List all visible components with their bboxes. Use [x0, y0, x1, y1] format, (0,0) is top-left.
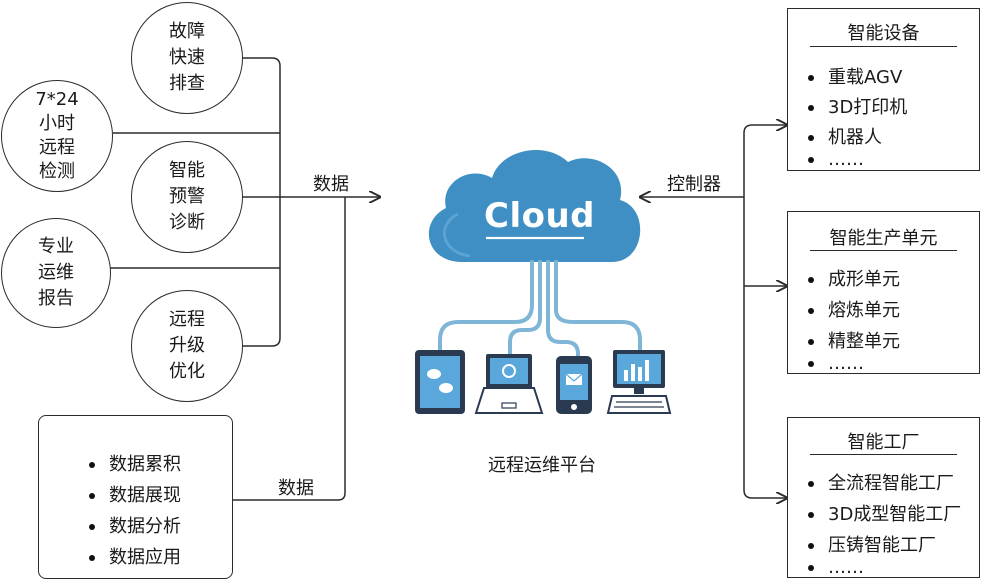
- circle-text-line: 远程: [169, 309, 205, 330]
- list-item: 数据分析: [89, 511, 181, 542]
- list-item: ……: [808, 559, 961, 577]
- list-item: 全流程智能工厂: [808, 468, 961, 499]
- list-item: 成形单元: [808, 264, 900, 295]
- list-item: 机器人: [808, 123, 907, 153]
- right-connector-lines: [640, 125, 787, 498]
- phone-icon: [556, 356, 592, 414]
- cloud-label: Cloud: [484, 196, 596, 236]
- list-item: 数据累积: [89, 449, 181, 480]
- remote-upgrade-circle: 远程 升级 优化: [131, 290, 243, 402]
- laptop-icon: [474, 354, 544, 414]
- circle-text-line: 运维: [38, 262, 74, 283]
- smart-production-units-box: 智能生产单元 成形单元 熔炼单元 精整单元 ……: [787, 211, 980, 374]
- list-item: ……: [808, 151, 907, 169]
- box-list: 全流程智能工厂 3D成型智能工厂 压铸智能工厂 ……: [808, 468, 961, 577]
- box-title: 智能工厂: [847, 432, 920, 453]
- list-item: 压铸智能工厂: [808, 530, 961, 561]
- circle-text-line: 远程: [39, 137, 75, 158]
- smart-devices-box: 智能设备 重载AGV 3D打印机 机器人 ……: [787, 8, 980, 171]
- data-box-list: 数据累积 数据展现 数据分析 数据应用: [89, 449, 181, 573]
- platform-label: 远程运维平台: [488, 455, 596, 476]
- circle-text-line: 7*24: [35, 89, 79, 110]
- smart-warning-circle: 智能 预警 诊断: [131, 141, 243, 253]
- list-item: 熔炼单元: [808, 295, 900, 326]
- box-title-rule: [810, 46, 957, 47]
- data-label-bottom: 数据: [278, 478, 314, 499]
- box-title-rule: [810, 250, 957, 251]
- box-title: 智能生产单元: [829, 228, 938, 249]
- cloud-icon: [428, 150, 641, 262]
- data-bottom-line: [232, 197, 346, 501]
- circle-text-line: 预警: [169, 186, 205, 207]
- box-list: 重载AGV 3D打印机 机器人 ……: [808, 63, 907, 169]
- list-item: ……: [808, 355, 900, 373]
- circle-text-line: 故障: [169, 21, 205, 42]
- circle-text-line: 排查: [169, 73, 205, 94]
- list-item: 3D打印机: [808, 93, 907, 123]
- box-title: 智能设备: [847, 23, 920, 44]
- circle-text-line: 诊断: [169, 212, 205, 233]
- data-box: 数据累积 数据展现 数据分析 数据应用: [38, 415, 233, 579]
- box-list: 成形单元 熔炼单元 精整单元 ……: [808, 264, 900, 373]
- circle-text-line: 专业: [38, 236, 74, 257]
- circle-text-line: 报告: [38, 288, 74, 309]
- left-connector-lines: [109, 57, 281, 347]
- list-item: 3D成型智能工厂: [808, 499, 961, 530]
- tablet-icon: [415, 350, 465, 414]
- circle-text-line: 升级: [169, 335, 205, 356]
- box-title-rule: [810, 454, 957, 455]
- fault-troubleshoot-circle: 故障 快速 排查: [131, 2, 243, 114]
- data-label-top: 数据: [313, 174, 349, 195]
- circle-text-line: 小时: [39, 113, 75, 134]
- smart-factory-box: 智能工厂 全流程智能工厂 3D成型智能工厂 压铸智能工厂 ……: [787, 417, 980, 578]
- circle-text-line: 检测: [39, 161, 75, 182]
- remote-monitor-circle: 7*24 小时 远程 检测: [1, 80, 113, 192]
- circle-text-line: 快速: [169, 47, 205, 68]
- list-item: 精整单元: [808, 326, 900, 357]
- ops-report-circle: 专业 运维 报告: [1, 218, 111, 328]
- circle-text-line: 智能: [169, 160, 205, 181]
- list-item: 重载AGV: [808, 63, 907, 93]
- desktop-monitor-icon: [606, 350, 672, 414]
- list-item: 数据应用: [89, 542, 181, 573]
- cloud-pipes: [438, 260, 642, 360]
- controller-label: 控制器: [667, 174, 721, 195]
- list-item: 数据展现: [89, 480, 181, 511]
- circle-text-line: 优化: [169, 361, 205, 382]
